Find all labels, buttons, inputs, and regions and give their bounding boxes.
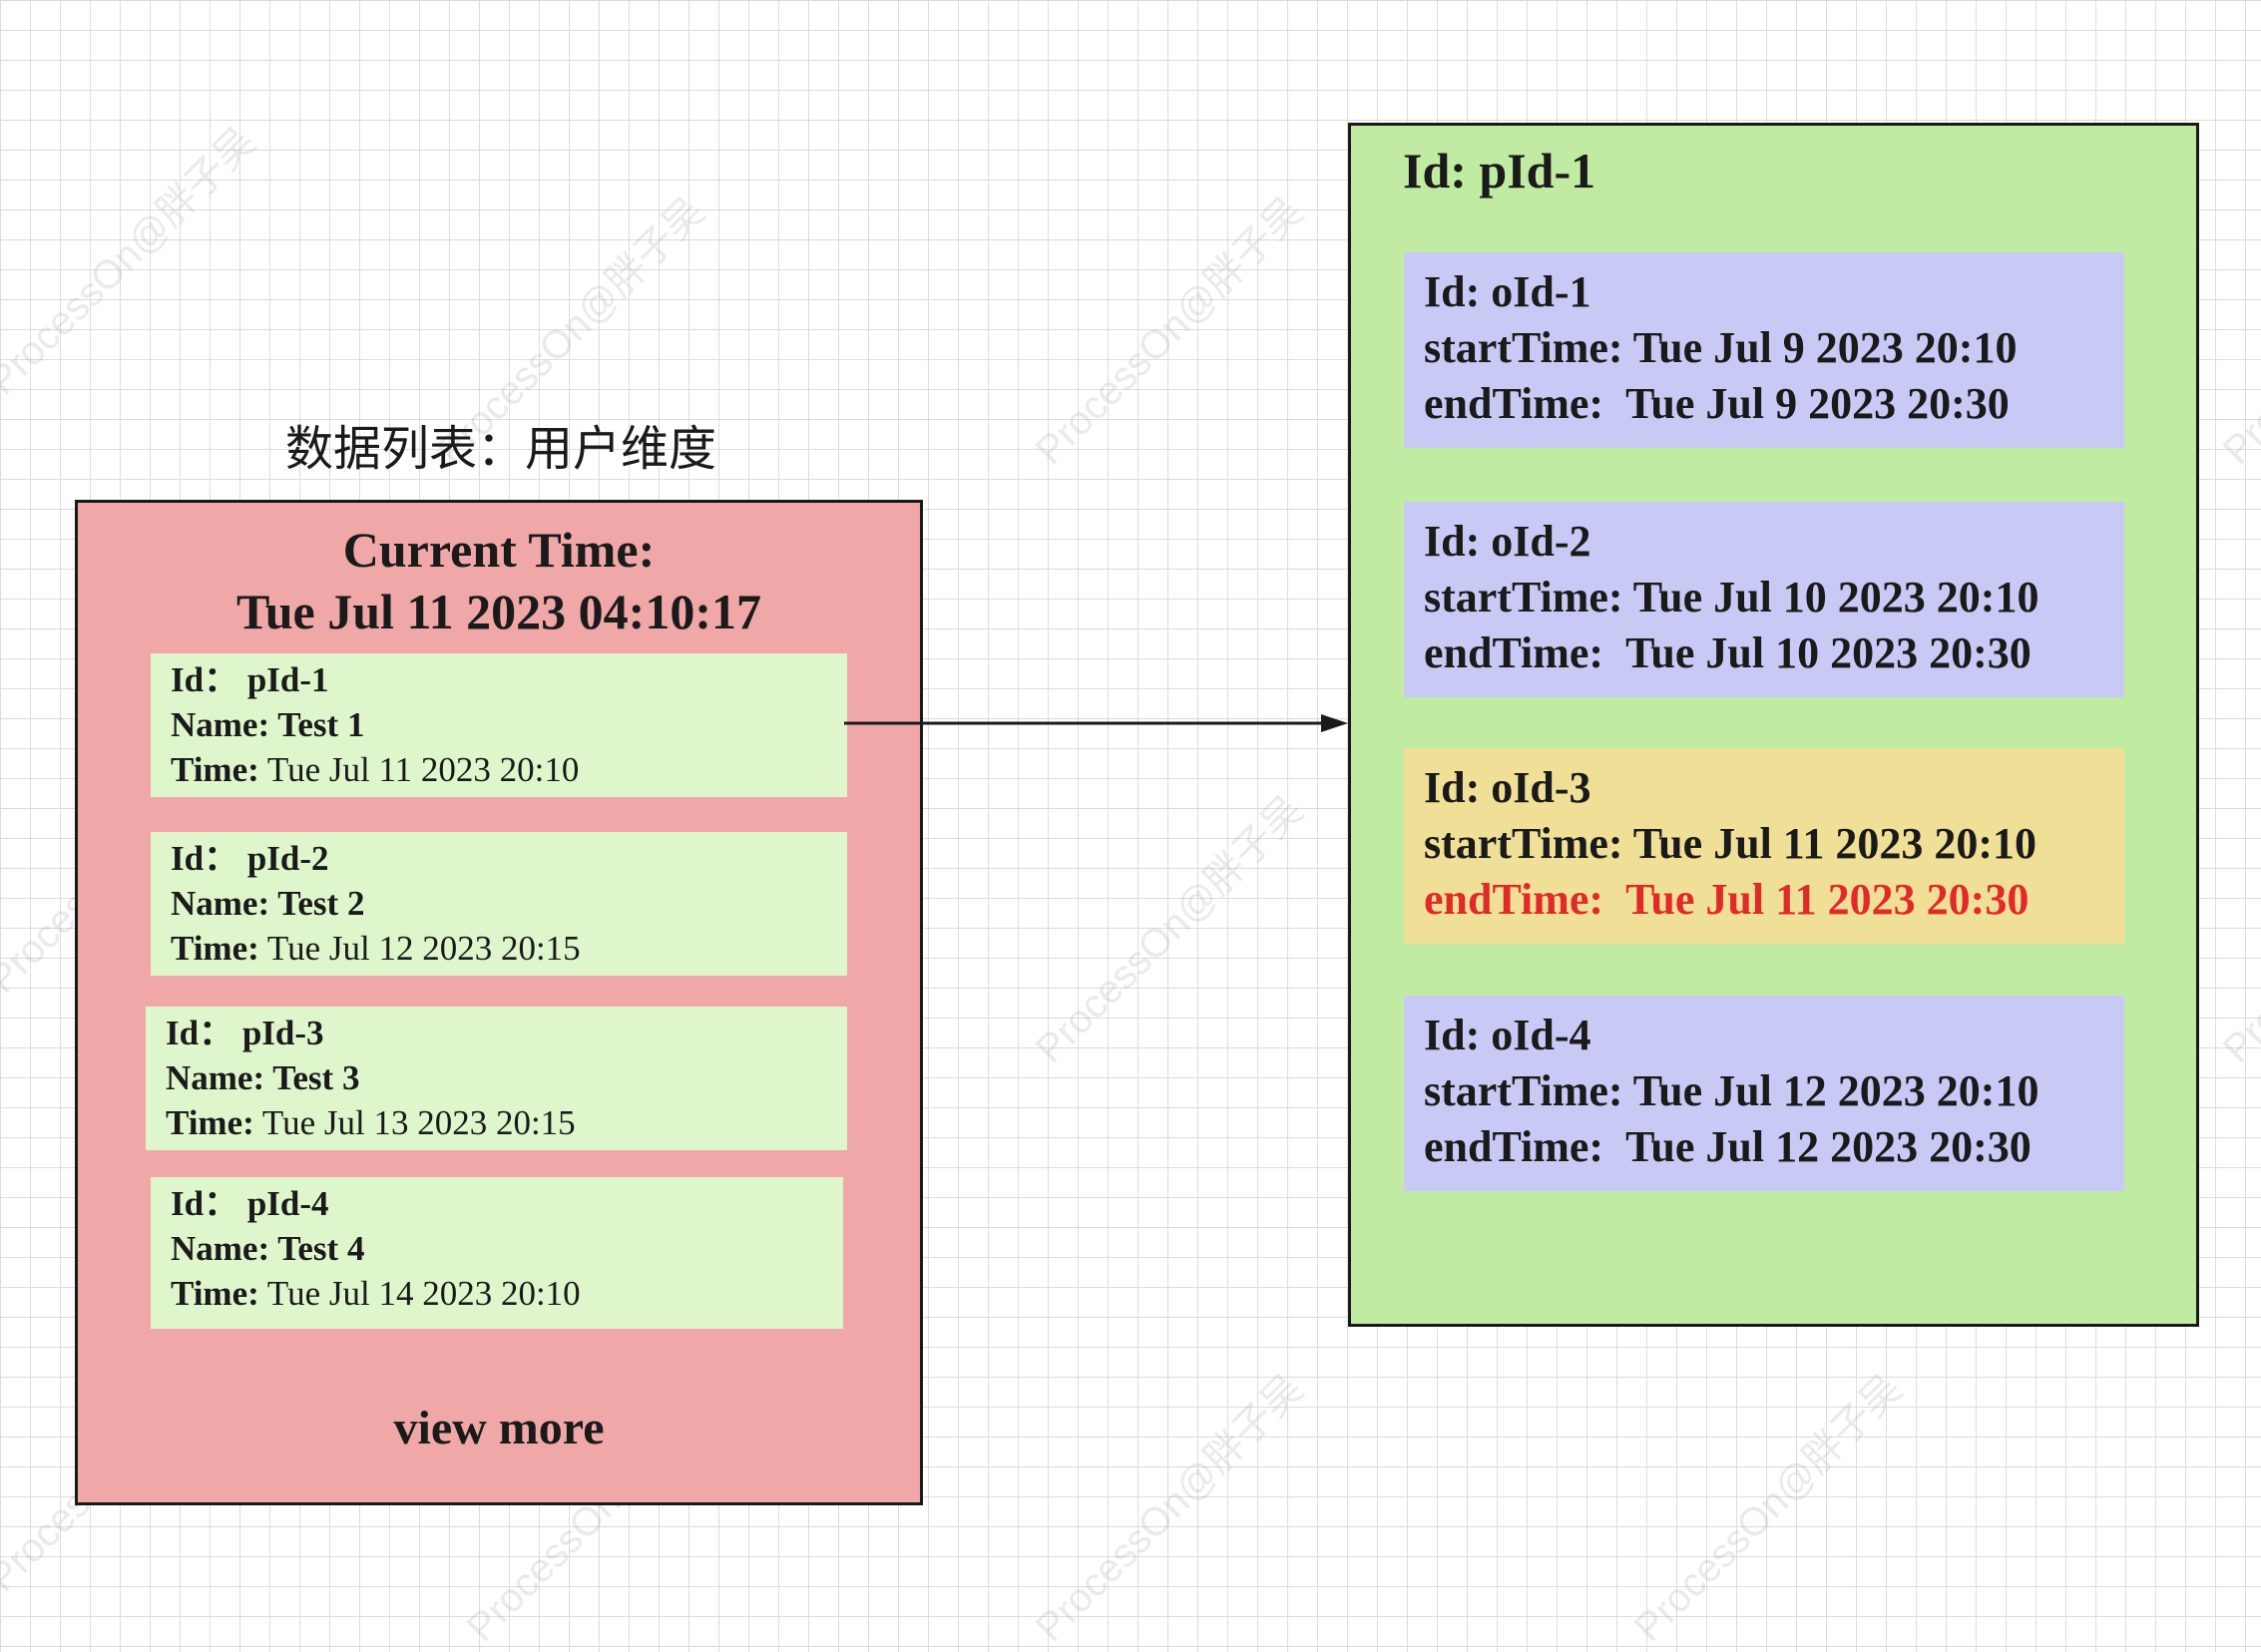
- id-label: Id：: [171, 660, 239, 699]
- order-id: oId-2: [1491, 517, 1591, 566]
- end-time: Tue Jul 9 2023 20:30: [1625, 379, 2010, 428]
- start-time: Tue Jul 9 2023 20:10: [1632, 323, 2018, 372]
- end-time: Tue Jul 12 2023 20:30: [1625, 1122, 2032, 1171]
- user-card[interactable]: Id： pId-1 Name: Test 1 Time: Tue Jul 11 …: [151, 653, 847, 797]
- end-time-alert: Tue Jul 11 2023 20:30: [1625, 875, 2030, 924]
- order-card[interactable]: Id: oId-1 startTime: Tue Jul 9 2023 20:1…: [1404, 252, 2124, 448]
- watermark: ProcessOn@胖子吴: [1625, 1366, 1911, 1651]
- id-label: Id：: [171, 839, 239, 878]
- order-id: oId-4: [1491, 1011, 1591, 1059]
- user-id: pId-3: [241, 1014, 324, 1052]
- id-label: Id：: [171, 1184, 239, 1223]
- watermark: ProcessOn@胖子吴: [1027, 1366, 1312, 1651]
- start-time-label: startTime:: [1424, 1066, 1623, 1115]
- end-time-label: endTime:: [1424, 379, 1604, 428]
- list-title: 数据列表：用户维度: [285, 421, 717, 477]
- end-time-label: endTime:: [1424, 628, 1604, 677]
- time-label: Time:: [171, 750, 259, 789]
- user-id: pId-1: [246, 660, 329, 699]
- watermark: ProcessOn@胖子吴: [0, 119, 264, 404]
- start-time: Tue Jul 10 2023 20:10: [1632, 573, 2039, 621]
- name-label: Name:: [171, 884, 278, 923]
- watermark: ProcessOn@胖子吴: [1027, 787, 1312, 1072]
- name-label: Name:: [166, 1058, 273, 1097]
- detail-title: Id: pId-1: [1403, 143, 1596, 199]
- user-name: Test 4: [277, 1229, 365, 1268]
- user-card[interactable]: Id： pId-3 Name: Test 3 Time: Tue Jul 13 …: [146, 1007, 847, 1150]
- user-name: Test 3: [272, 1058, 360, 1097]
- current-time-value: Tue Jul 11 2023 04:10:17: [235, 584, 761, 639]
- user-time: Tue Jul 14 2023 20:10: [266, 1274, 581, 1313]
- name-label: Name:: [171, 705, 278, 744]
- user-name: Test 1: [277, 705, 365, 744]
- start-time: Tue Jul 12 2023 20:10: [1632, 1066, 2039, 1115]
- current-time-label: Current Time:: [342, 522, 656, 578]
- order-id-label: Id:: [1424, 517, 1492, 566]
- user-card[interactable]: Id： pId-4 Name: Test 4 Time: Tue Jul 14 …: [151, 1177, 843, 1329]
- user-id: pId-4: [246, 1184, 329, 1223]
- user-card[interactable]: Id： pId-2 Name: Test 2 Time: Tue Jul 12 …: [151, 832, 847, 976]
- user-list-panel: Current Time: Tue Jul 11 2023 04:10:17 I…: [75, 500, 923, 1505]
- start-time-label: startTime:: [1424, 573, 1623, 621]
- end-time-label: endTime:: [1424, 1122, 1604, 1171]
- order-id-label: Id:: [1424, 267, 1492, 316]
- start-time-label: startTime:: [1424, 819, 1623, 868]
- time-label: Time:: [171, 1274, 259, 1313]
- start-time-label: startTime:: [1424, 323, 1623, 372]
- watermark: ProcessOn@胖子吴: [1027, 189, 1312, 474]
- order-id: oId-3: [1491, 763, 1591, 812]
- order-detail-panel: Id: pId-1 Id: oId-1 startTime: Tue Jul 9…: [1348, 123, 2199, 1327]
- order-card-current[interactable]: Id: oId-3 startTime: Tue Jul 11 2023 20:…: [1404, 748, 2124, 944]
- user-time: Tue Jul 11 2023 20:10: [266, 750, 580, 789]
- order-card[interactable]: Id: oId-4 startTime: Tue Jul 12 2023 20:…: [1404, 996, 2124, 1191]
- order-id-label: Id:: [1424, 763, 1492, 812]
- order-id: oId-1: [1491, 267, 1591, 316]
- name-label: Name:: [171, 1229, 278, 1268]
- order-card[interactable]: Id: oId-2 startTime: Tue Jul 10 2023 20:…: [1404, 502, 2124, 697]
- id-label: Id：: [166, 1014, 234, 1052]
- user-time: Tue Jul 12 2023 20:15: [266, 929, 581, 968]
- time-label: Time:: [166, 1103, 254, 1142]
- end-time: Tue Jul 10 2023 20:30: [1625, 628, 2032, 677]
- watermark: ProcessOn@胖子吴: [2214, 787, 2261, 1072]
- view-more-link[interactable]: view more: [393, 1402, 605, 1454]
- start-time: Tue Jul 11 2023 20:10: [1632, 819, 2037, 868]
- current-time: Current Time: Tue Jul 11 2023 04:10:17: [78, 519, 920, 642]
- user-id: pId-2: [246, 839, 329, 878]
- order-id-label: Id:: [1424, 1011, 1492, 1059]
- user-time: Tue Jul 13 2023 20:15: [261, 1103, 576, 1142]
- time-label: Time:: [171, 929, 259, 968]
- watermark: ProcessOn@胖子吴: [2214, 189, 2261, 474]
- end-time-label: endTime:: [1424, 875, 1604, 924]
- user-name: Test 2: [277, 884, 365, 923]
